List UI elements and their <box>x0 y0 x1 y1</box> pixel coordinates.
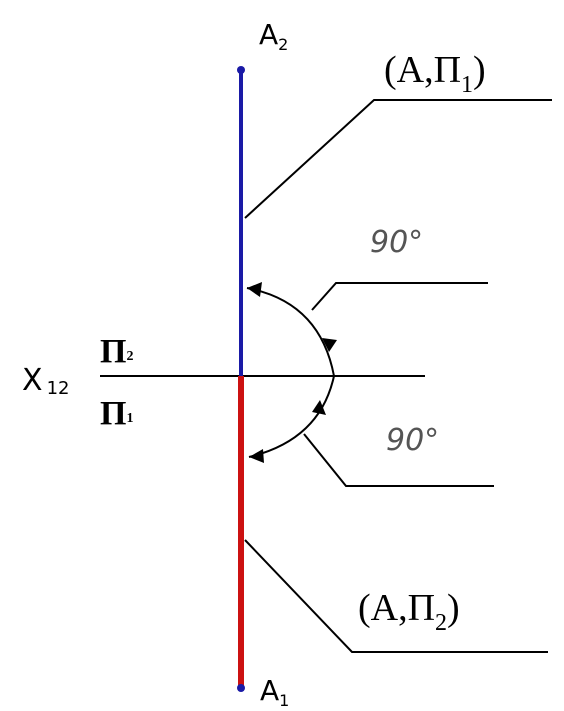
arc-arrow-upper-start <box>247 282 262 297</box>
point-label-a1: A1 <box>260 674 289 710</box>
leader-angle-lower <box>303 433 494 487</box>
angle-label-upper: 90° <box>370 225 423 260</box>
plane-label-pi2: Π2 <box>100 333 133 370</box>
leader-angle-upper <box>311 282 488 311</box>
callout-a-pi2: (A,Π2) <box>358 587 460 636</box>
arc-arrow-upper-end <box>322 338 337 352</box>
angle-label-lower: 90° <box>386 423 439 458</box>
angle-arc-lower <box>248 375 335 458</box>
callout-a-pi1: (A,Π1) <box>384 49 486 98</box>
arc-arrow-lower-start <box>312 400 326 415</box>
angle-arc-upper <box>246 287 335 377</box>
point-a1 <box>237 684 245 692</box>
plane-label-pi1: Π1 <box>100 395 133 432</box>
point-label-a2: A2 <box>259 18 288 54</box>
leader-callout-bottom <box>244 539 548 653</box>
arc-arrow-lower-end <box>249 449 264 463</box>
point-a2 <box>237 66 245 74</box>
leader-callout-top <box>244 99 552 219</box>
